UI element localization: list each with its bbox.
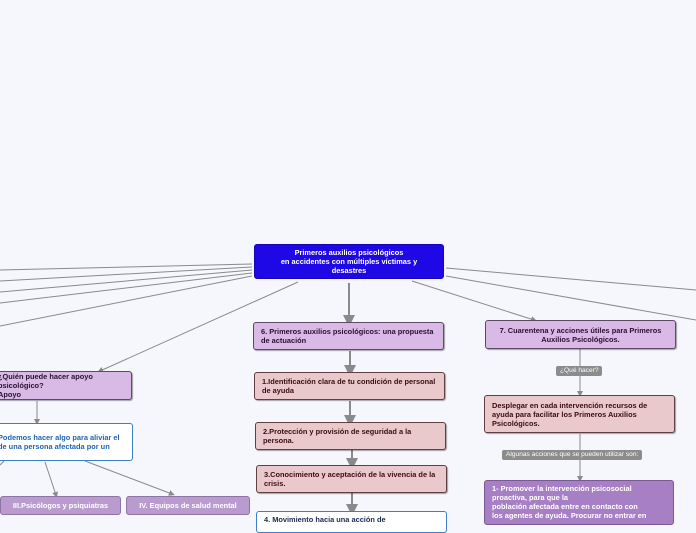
topic-who-can-help-line2: Apoyo (0, 390, 21, 399)
connector-layer (0, 263, 696, 516)
step-protection-label: 2.Protección y provisión de seguridad a … (263, 427, 412, 445)
topic-quarantine[interactable]: 7. Cuarentena y acciones útiles para Pri… (485, 320, 676, 349)
connector-right-1 (445, 267, 696, 291)
topic-psychologists-label: III.Psicólogos y psiquiatras (12, 501, 109, 510)
connector-to-question (97, 281, 299, 373)
topic-action-1-line4: los agentes de ayuda. Procurar no entrar… (492, 511, 647, 520)
connector-help-psych (44, 461, 58, 498)
topic-relief-help-line1: Podemos hacer algo para aliviar el (0, 433, 120, 442)
step-identification[interactable]: 1.Identificación clara de tu condición d… (254, 372, 445, 400)
step-acceptance[interactable]: 3.Conocimiento y aceptación de la vivenc… (256, 465, 447, 493)
step-identification-label: 1.Identificación clara de tu condición d… (262, 377, 436, 395)
label-what-to-do: ¿Qué hacer? (556, 366, 603, 376)
connector-left-5 (0, 275, 253, 327)
topic-first-aid-proposal-label: 6. Primeros auxilios psicológicos: una p… (261, 327, 434, 345)
topic-relief-help-line2: de una persona afectada por un (0, 442, 110, 451)
root-title-line1: Primeros auxilios psicológicos (294, 248, 404, 257)
topic-action-1[interactable]: 1- Promover la intervención psicosocial … (484, 480, 674, 525)
connector-right-2 (445, 275, 696, 321)
step-movement[interactable]: 4. Movimiento hacia una acción de (256, 511, 447, 533)
topic-relief-help[interactable]: Podemos hacer algo para aliviar el de un… (0, 423, 133, 461)
topic-psychologists[interactable]: III.Psicólogos y psiquiatras (0, 496, 121, 515)
root-title-line2: en accidentes con múltiples víctimas y (280, 257, 418, 266)
connector-to-right (411, 280, 537, 322)
topic-who-can-help[interactable]: ¿Quién puede hacer apoyo psicológico? Ap… (0, 371, 132, 400)
connector-left-2 (0, 266, 253, 282)
topic-mental-health-teams[interactable]: IV. Equipos de salud mental (126, 496, 250, 515)
topic-mental-health-teams-label: IV. Equipos de salud mental (139, 501, 237, 510)
topic-deploy-resources[interactable]: Desplegar en cada intervención recursos … (484, 395, 675, 433)
topic-action-1-line1: 1- Promover la intervención psicosocial (492, 484, 632, 493)
step-acceptance-label: 3.Conocimiento y aceptación de la vivenc… (264, 470, 436, 488)
root-title: Primeros auxilios psicológicos en accide… (281, 248, 417, 275)
topic-action-1-line2: proactiva, para que la (492, 493, 568, 502)
connector-left-3 (0, 269, 253, 293)
topic-quarantine-label: 7. Cuarentena y acciones útiles para Pri… (499, 325, 662, 344)
connector-left-1 (0, 263, 253, 271)
step-protection[interactable]: 2.Protección y provisión de seguridad a … (255, 422, 446, 450)
root-title-line3: desastres (331, 266, 367, 275)
topic-who-can-help-text: ¿Quién puede hacer apoyo psicológico? Ap… (0, 372, 124, 399)
label-some-actions: Algunas acciones que se pueden utilizar … (502, 450, 643, 460)
topic-relief-help-text: Podemos hacer algo para aliviar el de un… (0, 433, 120, 451)
topic-first-aid-proposal[interactable]: 6. Primeros auxilios psicológicos: una p… (253, 322, 444, 350)
root-topic[interactable]: Primeros auxilios psicológicos en accide… (254, 244, 444, 279)
topic-deploy-resources-label: Desplegar en cada intervención recursos … (492, 400, 648, 428)
topic-action-1-line3: población afectada entre en contacto con (492, 502, 638, 511)
connector-left-4 (0, 272, 253, 304)
connector-help-teams (84, 460, 175, 496)
topic-who-can-help-line1: ¿Quién puede hacer apoyo psicológico? (0, 372, 93, 390)
